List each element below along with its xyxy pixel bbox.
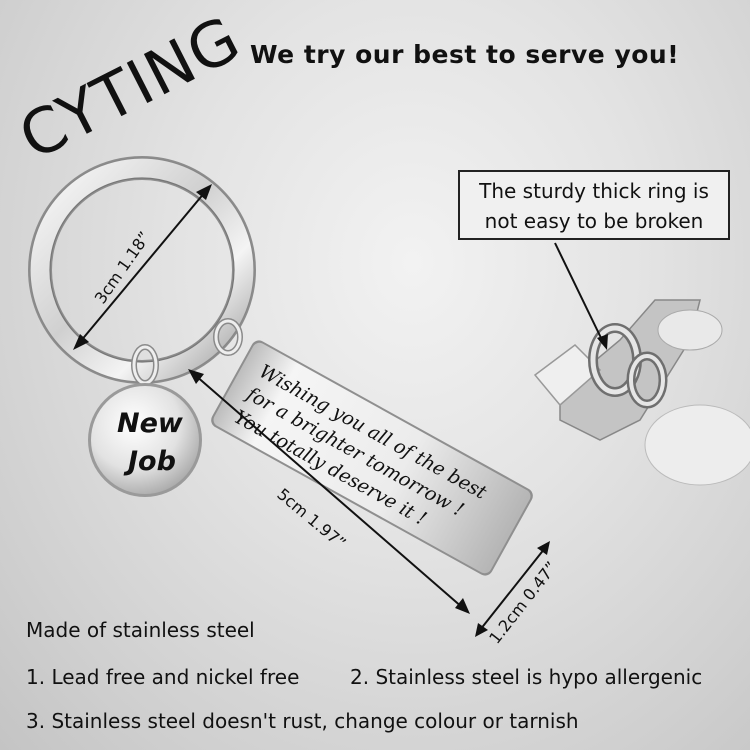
ring-dimension-arrow: 3cm 1.18”: [73, 184, 212, 350]
charm-text-line2: Job: [123, 446, 176, 477]
spec-title: Made of stainless steel: [26, 618, 255, 642]
spec-item-3: 3. Stainless steel doesn't rust, change …: [26, 709, 579, 733]
ring-callout-box: The sturdy thick ring is not easy to be …: [458, 170, 730, 240]
ring-closeup: [533, 242, 750, 486]
slogan: We try our best to serve you!: [250, 40, 680, 69]
spec-item-1: 1. Lead free and nickel free: [26, 665, 300, 689]
new-job-charm: New Job: [88, 383, 202, 497]
ring-dimension-label: 3cm 1.18”: [91, 228, 154, 307]
charm-text-line1: New: [117, 408, 184, 439]
spec-item-2: 2. Stainless steel is hypo allergenic: [350, 665, 703, 689]
bar-width-label: 1.2cm 0.47”: [485, 558, 561, 648]
engraved-bar-tag: Wishing you all of the best for a bright…: [211, 340, 533, 576]
jump-rings: [131, 318, 243, 386]
callout-line2: not easy to be broken: [484, 209, 704, 233]
callout-line1: The sturdy thick ring is: [479, 179, 709, 203]
